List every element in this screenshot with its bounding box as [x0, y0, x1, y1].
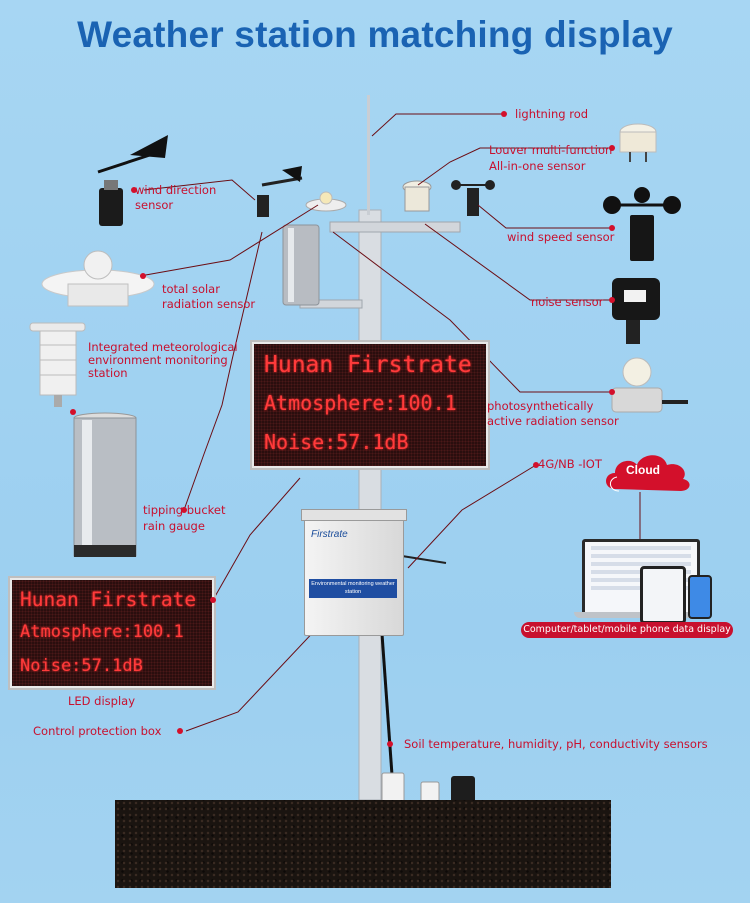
label-led-display: LED display: [68, 694, 136, 708]
dot-noise: [609, 297, 615, 303]
par-sensor-icon: [611, 357, 688, 413]
devices-banner: Computer/tablet/mobile phone data displa…: [521, 622, 733, 638]
label-solar-2: radiation sensor: [162, 297, 256, 311]
dot-integrated: [70, 409, 76, 415]
label-iot: 4G/NB -IOT: [538, 457, 602, 471]
pole-wind-vane-icon: [257, 166, 303, 217]
dot-iot: [533, 462, 539, 468]
label-solar-1: total solar: [162, 282, 220, 296]
dot-wind-dir: [131, 187, 137, 193]
label-control-box: Control protection box: [33, 724, 162, 738]
wind-direction-sensor-icon: [97, 135, 168, 226]
led-small-line2: Atmosphere:100.1: [20, 622, 184, 642]
page-title: Weather station matching display: [77, 14, 673, 55]
phone-icon: [688, 575, 712, 619]
cloud-icon: Cloud: [603, 445, 695, 495]
label-integrated-2: environment monitoring: [88, 353, 228, 367]
led-main-line1: Hunan Firstrate: [264, 352, 472, 378]
dot-soil: [387, 741, 393, 747]
label-louver-1: Louver multi-function: [489, 143, 613, 157]
led-small-line3: Noise:57.1dB: [20, 656, 143, 676]
led-display-main: Hunan Firstrate Atmosphere:100.1 Noise:5…: [252, 342, 488, 468]
led-main-line3: Noise:57.1dB: [264, 430, 409, 454]
tablet-icon: [640, 566, 686, 624]
pole-louver-icon: [402, 180, 432, 212]
label-par-1: photosynthetically: [487, 399, 594, 413]
integrated-station-icon: [29, 322, 86, 407]
led-display-small: Hunan Firstrate Atmosphere:100.1 Noise:5…: [10, 578, 214, 688]
led-main-line2: Atmosphere:100.1: [264, 391, 457, 415]
label-wind-speed: wind speed sensor: [507, 230, 615, 244]
dot-led: [210, 597, 216, 603]
dot-rain: [181, 507, 187, 513]
label-integrated-3: station: [88, 366, 128, 380]
label-par-2: active radiation sensor: [487, 414, 619, 428]
led-small-line1: Hunan Firstrate: [20, 588, 197, 611]
pole-solar-icon: [305, 191, 347, 212]
label-rain-2: rain gauge: [143, 519, 205, 533]
wind-speed-sensor-icon: [603, 187, 681, 261]
box-plate: Environmental monitoring weather station: [309, 579, 397, 598]
label-wind-direction-2: sensor: [135, 198, 174, 212]
dot-lightning: [501, 111, 507, 117]
label-noise: noise sensor: [531, 295, 604, 309]
label-lightning-rod: lightning rod: [515, 107, 589, 121]
solar-radiation-sensor-icon: [41, 250, 155, 307]
dot-louver: [609, 145, 615, 151]
dot-par: [609, 389, 615, 395]
soil-ground: [115, 800, 611, 888]
pole-anemometer-icon: [451, 180, 495, 216]
label-soil: Soil temperature, humidity, pH, conducti…: [404, 737, 708, 751]
box-brand-logo: Firstrate: [311, 529, 348, 540]
dot-control: [177, 728, 183, 734]
label-louver-2: All-in-one sensor: [489, 159, 586, 173]
pole-rain-gauge-icon: [282, 224, 320, 306]
rain-gauge-icon: [73, 412, 137, 557]
label-integrated-1: Integrated meteorological: [88, 340, 238, 354]
noise-sensor-icon: [612, 278, 660, 344]
cloud-label: Cloud: [626, 463, 660, 477]
label-wind-direction-1: wind direction: [135, 183, 217, 197]
box-roof: [301, 509, 407, 521]
dot-wind-speed: [609, 225, 615, 231]
label-rain-1: tipping bucket: [143, 503, 226, 517]
louver-all-in-one-icon: [619, 123, 657, 162]
dot-solar: [140, 273, 146, 279]
control-protection-box: Firstrate Environmental monitoring weath…: [301, 509, 407, 636]
